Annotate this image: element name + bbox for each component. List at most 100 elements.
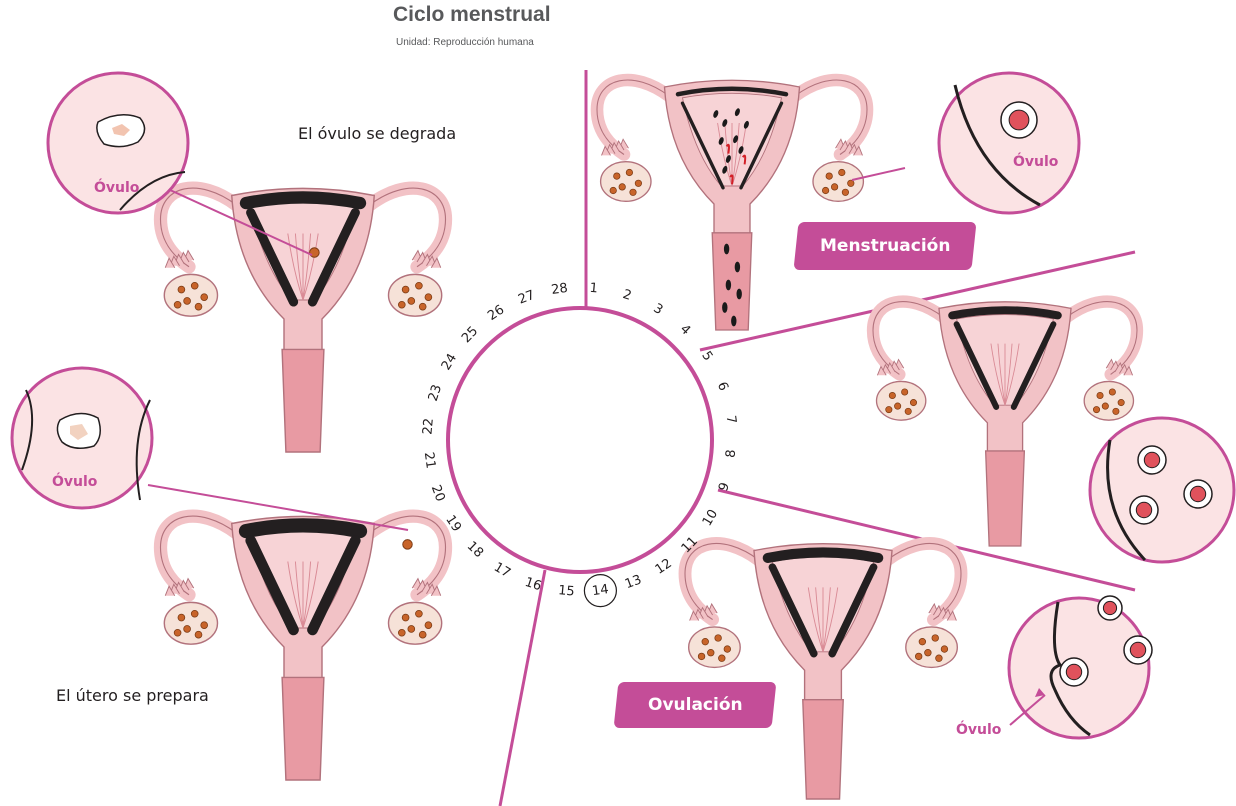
follicle-b-nucleus [1190, 486, 1205, 501]
day-label-6: 6 [714, 380, 731, 393]
follicle [1118, 399, 1124, 405]
zoom-bubble-follicles [1090, 418, 1234, 562]
ovary [813, 162, 863, 202]
follicle [1102, 403, 1108, 409]
ovum [403, 540, 413, 550]
uterus-ovulation [685, 543, 961, 799]
endometrium [246, 197, 360, 203]
badge-ovulacion-label: Ovulación [648, 682, 743, 728]
caption-utero-se-prepara: El útero se prepara [56, 686, 209, 705]
endometrium [768, 552, 878, 558]
follicle [839, 169, 845, 175]
day-label-24: 24 [439, 351, 460, 373]
follicle [178, 286, 185, 293]
follicle [902, 389, 908, 395]
follicle-c-nucleus [1136, 502, 1151, 517]
follicle [174, 301, 181, 308]
ovulo-label-bottom-right: Óvulo [956, 722, 1001, 738]
follicle [415, 610, 422, 617]
divider-line [500, 570, 545, 806]
ovary [389, 602, 442, 644]
day-label-28: 28 [550, 281, 568, 298]
follicle [936, 655, 943, 662]
follicle [619, 184, 625, 190]
vagina [986, 451, 1025, 546]
ovary [1084, 381, 1133, 420]
ovary [164, 602, 217, 644]
follicle [195, 631, 202, 638]
endometrium [246, 525, 360, 531]
ovum-top-right-nucleus [1009, 110, 1029, 130]
follicle [1097, 392, 1103, 398]
follicle [402, 614, 409, 621]
follicle [826, 173, 832, 179]
follicle [910, 399, 916, 405]
follicle [630, 189, 636, 195]
follicle [614, 173, 620, 179]
follicle [707, 649, 714, 656]
follicle [626, 169, 632, 175]
follicle [398, 301, 405, 308]
vagina [282, 349, 324, 452]
menstrual-fragment [731, 316, 736, 327]
ovulo-label-top-left: Óvulo [94, 180, 139, 196]
follicle [174, 629, 181, 636]
follicle [831, 184, 837, 190]
follicle [201, 294, 208, 301]
follicle [905, 408, 911, 414]
follicle [184, 626, 191, 633]
follicle-a-nucleus [1144, 452, 1159, 467]
menstrual-fragment [724, 244, 729, 255]
ovum-released-nucleus [1066, 664, 1081, 679]
follicle-d-nucleus [1103, 601, 1116, 614]
follicle [932, 635, 939, 642]
follicle [415, 282, 422, 289]
day-label-18: 18 [464, 539, 486, 561]
badge-menstruacion-label: Menstruación [820, 222, 950, 270]
menstrual-fragment [737, 289, 742, 300]
vagina [712, 233, 752, 330]
follicle [610, 187, 616, 193]
day-label-26: 26 [485, 302, 507, 324]
follicle [191, 610, 198, 617]
uterus-preparing [161, 516, 446, 780]
follicle [886, 406, 892, 412]
follicle [715, 635, 722, 642]
ovulo-label-top-right: Óvulo [1013, 154, 1058, 170]
diagram-subtitle: Unidad: Reproducción humana [396, 37, 534, 48]
follicle [724, 646, 731, 653]
follicle [822, 187, 828, 193]
follicle [201, 622, 208, 629]
ovary [689, 627, 741, 667]
caption-ovulo-se-degrada: El óvulo se degrada [298, 124, 456, 143]
follicle [184, 298, 191, 305]
uterus-menstruation [597, 80, 867, 330]
follicle-e-nucleus [1130, 642, 1145, 657]
follicle [1109, 389, 1115, 395]
day-label-21: 21 [421, 451, 438, 469]
day-label-20: 20 [428, 483, 448, 504]
zoom-bubble-ovum-top-right [939, 73, 1079, 213]
follicle [894, 403, 900, 409]
follicle [702, 638, 709, 645]
follicle [191, 282, 198, 289]
follicle [398, 629, 405, 636]
day-label-27: 27 [516, 288, 537, 308]
follicle [178, 614, 185, 621]
follicle [919, 638, 926, 645]
follicle [698, 653, 705, 660]
day-label-3: 3 [651, 301, 666, 318]
day-label-23: 23 [426, 383, 445, 403]
diagram-title: Ciclo menstrual [393, 3, 551, 27]
follicle [848, 180, 854, 186]
day-label-12: 12 [653, 556, 675, 578]
ovary [906, 627, 958, 667]
badge-menstruacion: Menstruación [793, 222, 976, 270]
follicle [408, 626, 415, 633]
day-label-13: 13 [623, 572, 644, 592]
follicle [915, 653, 922, 660]
day-label-7: 7 [723, 414, 739, 424]
menstrual-fragment [722, 302, 727, 313]
badge-ovulacion: Ovulación [614, 682, 777, 728]
